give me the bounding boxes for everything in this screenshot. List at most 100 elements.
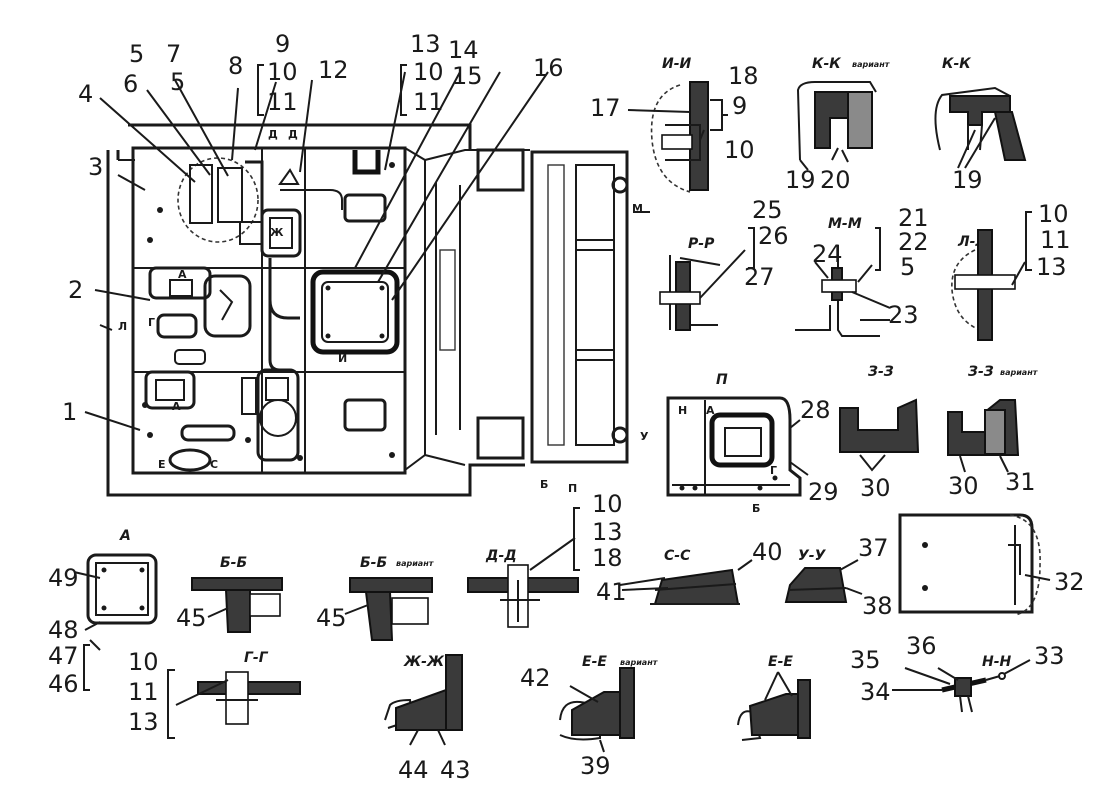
section-title-a: А [119, 528, 131, 544]
view-p: П 28 29 Н А Г Б [666, 372, 839, 515]
label-37: 37 [858, 534, 889, 562]
section-title-cc: С-С [664, 548, 691, 564]
marker-a: А [172, 400, 181, 413]
section-cc: С-С 40 41 [596, 538, 783, 606]
label-45: 45 [176, 604, 207, 632]
section-title-ii: И-И [662, 56, 692, 72]
main-view-markers: Л Д Д А А Г Е С И Ж У М П [118, 128, 649, 495]
marker-g: Г [148, 316, 155, 329]
label-16: 16 [533, 54, 564, 82]
label-30: 30 [948, 472, 979, 500]
section-dd: Д-Д Б 10 13 18 [467, 478, 623, 628]
label-43: 43 [440, 756, 471, 784]
label-14: 14 [448, 36, 479, 64]
section-title-gg: Г-Г [244, 650, 269, 666]
marker-m: М [632, 202, 643, 215]
section-title-kk: К-К [942, 56, 971, 72]
section-title-zhzh: Ж-Ж [403, 654, 445, 670]
door-panel [530, 150, 629, 464]
label-45: 45 [316, 604, 347, 632]
label-8: 8 [228, 52, 243, 80]
main-panel [131, 146, 407, 475]
label-3: 3 [88, 153, 103, 181]
label-32: 32 [1054, 568, 1085, 596]
label-10: 10 [267, 58, 298, 86]
hinge-top [476, 148, 525, 192]
label-12: 12 [318, 56, 349, 84]
section-title-nn: Н-Н [982, 654, 1012, 670]
label-35: 35 [850, 646, 881, 674]
label-24: 24 [812, 240, 843, 268]
marker-b: Б [752, 502, 760, 515]
section-ee-variant: Е-Е вариант 42 39 [520, 654, 659, 780]
main-view-leaders: 4 6 5 7 5 8 9 10 11 12 13 10 11 14 15 16… [62, 30, 564, 431]
section-uu: У-У 37 38 [784, 534, 893, 620]
label-1: 1 [62, 398, 77, 426]
svg-text:вариант: вариант [620, 658, 659, 667]
section-kk: К-К 19 [934, 56, 1027, 194]
label-49: 49 [48, 564, 79, 592]
section-ii: И-И 18 9 10 17 [590, 56, 759, 193]
detail-32: 32 [898, 513, 1085, 616]
section-kk-variant: К-К вариант 19 20 [785, 56, 891, 194]
label-10: 10 [1038, 200, 1069, 228]
section-title-mm: М-М [828, 216, 862, 232]
section-zz: З-З 30 [839, 364, 920, 502]
section-bb-variant: Б-Б вариант 45 [316, 555, 435, 641]
label-10: 10 [128, 648, 159, 676]
label-9: 9 [732, 92, 747, 120]
marker-e: Е [158, 458, 166, 471]
label-18: 18 [728, 62, 759, 90]
section-zz-variant: З-З вариант 30 31 [947, 364, 1039, 500]
marker-c: С [210, 458, 218, 471]
section-title-dd: Д-Д [485, 548, 517, 564]
view-a: А 49 48 47 46 [48, 528, 158, 698]
label-11: 11 [267, 88, 298, 116]
section-title-ee: Е-Е [768, 654, 793, 670]
label-47: 47 [48, 642, 79, 670]
hinge-bottom [476, 416, 525, 460]
section-title-uu: У-У [798, 548, 827, 564]
section-title-zz-variant: З-З [968, 364, 994, 380]
label-19: 19 [785, 166, 816, 194]
section-mm: М-М 21 22 5 24 23 [795, 204, 929, 337]
marker-l: Л [118, 320, 127, 333]
svg-text:вариант: вариант [396, 559, 435, 568]
section-bb: Б-Б 45 [176, 555, 283, 633]
label-13: 13 [128, 708, 159, 736]
label-17: 17 [590, 94, 621, 122]
label-21: 21 [898, 204, 929, 232]
label-30: 30 [860, 474, 891, 502]
label-25: 25 [752, 196, 783, 224]
section-ll: Л-Л 10 11 13 [951, 200, 1071, 341]
section-title-ee-variant: Е-Е [582, 654, 607, 670]
label-11: 11 [413, 88, 444, 116]
label-46: 46 [48, 670, 79, 698]
section-title-kk-variant: К-К [812, 56, 841, 72]
connecting-tube [268, 258, 300, 372]
label-13: 13 [1036, 253, 1067, 281]
label-10: 10 [724, 136, 755, 164]
svg-text:вариант: вариант [1000, 368, 1039, 377]
label-11: 11 [1040, 226, 1071, 254]
label-10: 10 [413, 58, 444, 86]
marker-d: Д [268, 128, 278, 141]
label-5: 5 [900, 253, 915, 281]
label-11: 11 [128, 678, 159, 706]
inspection-hatch [310, 269, 400, 355]
section-title-bb: Б-Б [220, 555, 247, 571]
section-title-zz: З-З [868, 364, 894, 380]
label-34: 34 [860, 678, 891, 706]
label-31: 31 [1005, 468, 1036, 496]
marker-n: Н [678, 404, 687, 417]
label-22: 22 [898, 228, 929, 256]
label-26: 26 [758, 222, 789, 250]
frame-outline [106, 150, 525, 497]
marker-g: Г [770, 464, 777, 477]
label-40: 40 [752, 538, 783, 566]
section-title-bb-variant: Б-Б [360, 555, 387, 571]
label-10: 10 [592, 490, 623, 518]
marker-a: А [178, 268, 187, 281]
label-18: 18 [592, 544, 623, 572]
